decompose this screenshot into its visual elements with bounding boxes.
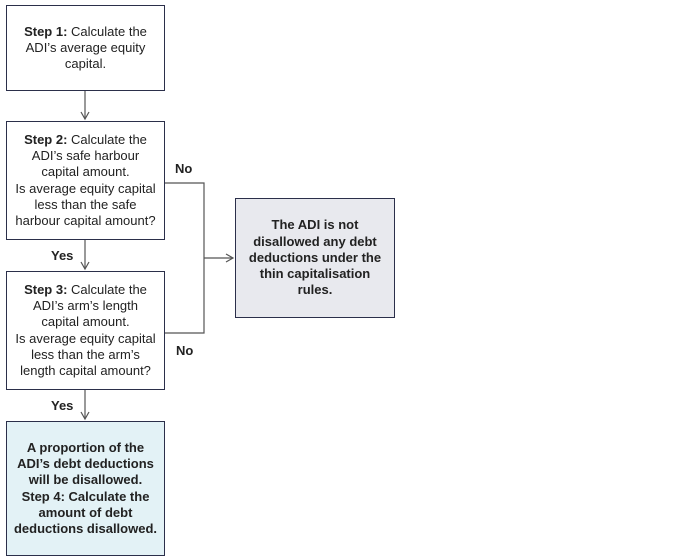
no-label-step3: No	[176, 343, 194, 358]
step1-heading: Step 1:	[24, 23, 68, 39]
step3-question: Is average equity capital less than the …	[15, 330, 156, 378]
yes-label-step3: Yes	[51, 398, 74, 413]
connector-no-step2	[165, 182, 205, 258]
connector-no-step3	[165, 258, 205, 334]
step2-box: Step 2: Calculate the ADI’s safe harbour…	[6, 121, 165, 240]
no-label-step2: No	[175, 161, 193, 176]
step1-text: Calculate the ADI’s average equity capit…	[25, 23, 147, 72]
step3-heading: Step 3:	[24, 281, 68, 297]
step3-box: Step 3: Calculate the ADI’s arm’s length…	[6, 271, 165, 390]
step2-heading: Step 2:	[24, 131, 68, 147]
yes-label-step2: Yes	[51, 248, 74, 263]
result-line1: A proportion of the ADI’s debt deduction…	[17, 439, 154, 488]
outcome-text: The ADI is not disallowed any debt deduc…	[248, 217, 382, 298]
step2-text: Calculate the ADI’s safe harbour capital…	[31, 131, 147, 180]
step3-text: Calculate the ADI’s arm’s length capital…	[32, 281, 147, 330]
step2-question: Is average equity capital less than the …	[15, 180, 156, 228]
disallowed-result-box: A proportion of the ADI’s debt deduction…	[6, 421, 165, 556]
not-disallowed-outcome-box: The ADI is not disallowed any debt deduc…	[235, 198, 395, 318]
step1-box: Step 1: Calculate the ADI’s average equi…	[6, 5, 165, 91]
result-line2: Step 4: Calculate the amount of debt ded…	[13, 488, 158, 536]
